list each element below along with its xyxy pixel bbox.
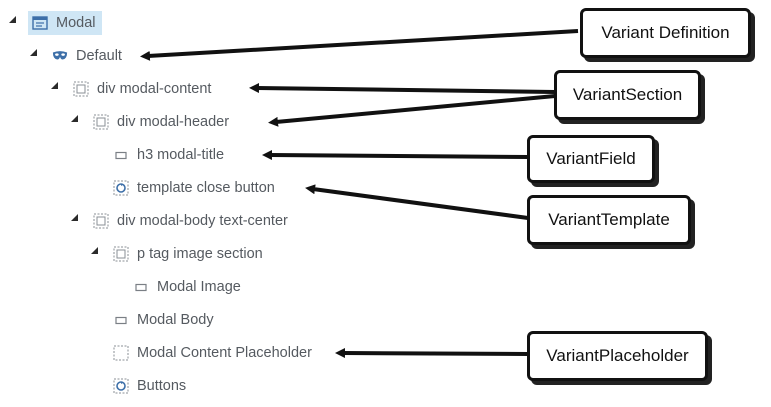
expand-toggle-modal-header[interactable] <box>71 115 78 122</box>
tree-node-modal-body-field[interactable]: Modal Body <box>113 307 214 333</box>
tree-node-label: div modal-content <box>97 81 212 97</box>
field-icon <box>113 312 129 328</box>
tree-node-label: Modal <box>56 15 96 31</box>
tree-node-label: Default <box>76 48 122 64</box>
tree-node-modal-title[interactable]: h3 modal-title <box>113 142 224 168</box>
tree-node-label: Modal Image <box>157 279 241 295</box>
tree-node-placeholder[interactable]: Modal Content Placeholder <box>113 340 312 366</box>
field-icon <box>113 147 129 163</box>
callout-variant-placeholder: VariantPlaceholder <box>527 331 708 381</box>
callout-variant-template: VariantTemplate <box>527 195 691 245</box>
section-icon <box>73 81 89 97</box>
template-icon <box>113 180 129 196</box>
tree-node-label: div modal-header <box>117 114 230 130</box>
section-icon <box>113 246 129 262</box>
template-icon <box>113 378 129 394</box>
arrow-definition <box>140 29 579 61</box>
callout-variant-section: VariantSection <box>554 70 701 120</box>
expand-toggle-modal-body[interactable] <box>71 214 78 221</box>
tree-node-modal-body[interactable]: div modal-body text-center <box>93 208 288 234</box>
section-icon <box>93 114 109 130</box>
placeholder-icon <box>113 345 129 361</box>
arrow-section-1 <box>249 83 556 94</box>
tree-node-modal[interactable]: Modal <box>28 10 102 36</box>
tree-node-label: Modal Content Placeholder <box>137 345 312 361</box>
component-icon <box>32 15 48 31</box>
tree-node-label: div modal-body text-center <box>117 213 288 229</box>
arrow-field <box>262 150 529 161</box>
tree-node-label: Buttons <box>137 378 187 394</box>
tree-node-modal-header[interactable]: div modal-header <box>93 109 229 135</box>
tree-node-close-button[interactable]: template close button <box>113 175 275 201</box>
field-icon <box>133 279 149 295</box>
tree-node-image-section[interactable]: p tag image section <box>113 241 263 267</box>
tree-node-modal-content[interactable]: div modal-content <box>73 76 211 102</box>
expand-toggle-image-section[interactable] <box>91 247 98 254</box>
tree-node-label: Modal Body <box>137 312 214 328</box>
tree-node-buttons[interactable]: Buttons <box>113 373 186 399</box>
arrow-placeholder <box>335 348 529 359</box>
section-icon <box>93 213 109 229</box>
expand-toggle-modal-content[interactable] <box>51 82 58 89</box>
tree-node-modal-image[interactable]: Modal Image <box>133 274 241 300</box>
tree-node-default[interactable]: Default <box>52 43 122 69</box>
callout-variant-definition: Variant Definition <box>580 8 751 58</box>
arrow-template <box>305 184 529 220</box>
callout-variant-field: VariantField <box>527 135 655 183</box>
mask-icon <box>52 48 68 64</box>
expand-toggle-modal[interactable] <box>9 16 16 23</box>
tree-node-label: template close button <box>137 180 275 196</box>
tree-node-label: h3 modal-title <box>137 147 225 163</box>
arrow-section-2 <box>268 94 556 127</box>
tree-node-label: p tag image section <box>137 246 263 262</box>
expand-toggle-default[interactable] <box>30 49 37 56</box>
